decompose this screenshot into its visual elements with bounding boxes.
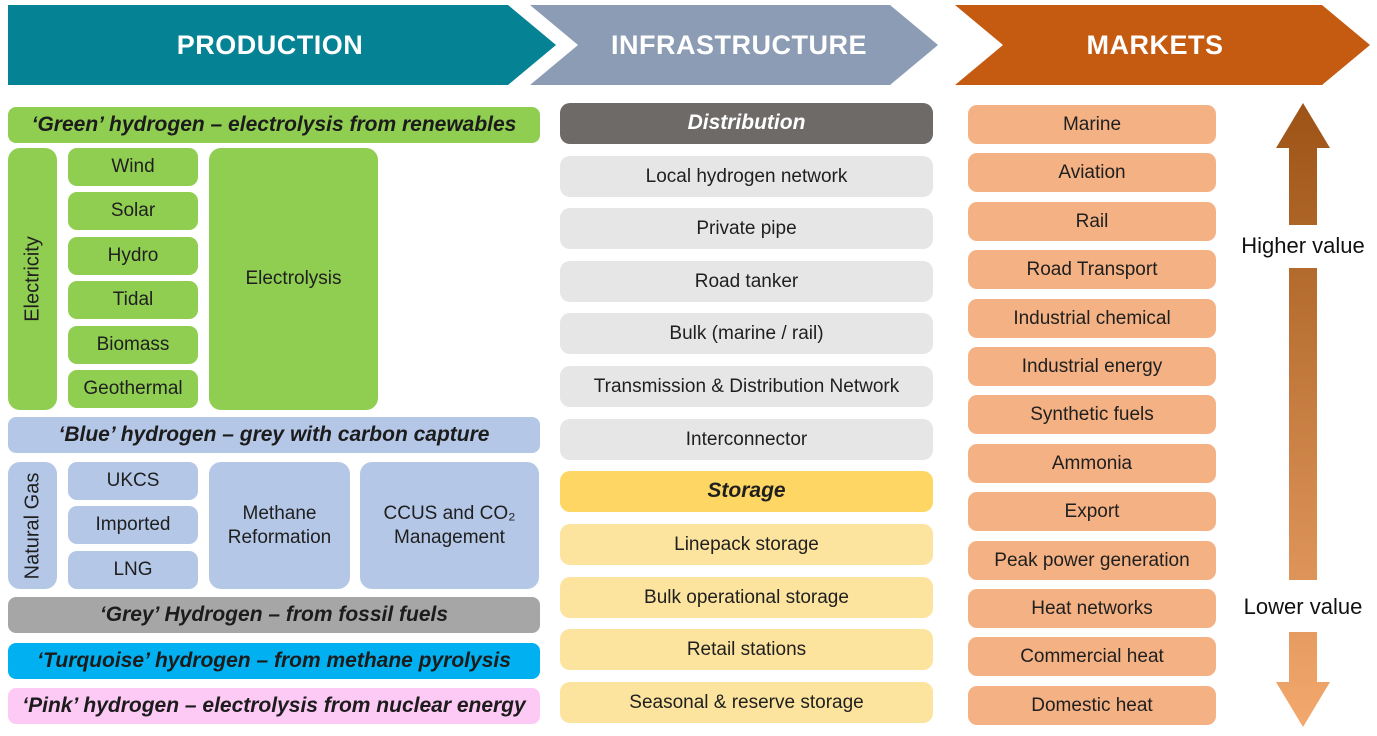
electricity-vertical-text: Electricity <box>21 236 43 322</box>
market-box-heat-networks: Heat networks <box>968 589 1216 628</box>
box-transmission-distribution-network: Transmission & Distribution Network <box>560 366 933 407</box>
arrow-shaft-middle <box>1289 268 1317 580</box>
box-geothermal: Geothermal <box>68 370 198 408</box>
market-box-synthetic-fuels: Synthetic fuels <box>968 395 1216 434</box>
box-local-hydrogen-network: Local hydrogen network <box>560 156 933 197</box>
box-imported: Imported <box>68 506 198 544</box>
box-ccus-co2-management: CCUS and CO₂ Management <box>360 462 539 589</box>
box-ukcs: UKCS <box>68 462 198 500</box>
box-private-pipe: Private pipe <box>560 208 933 249</box>
natural-gas-vertical-text: Natural Gas <box>21 472 43 579</box>
value-arrow <box>1276 103 1330 727</box>
box-methane-reformation: Methane Reformation <box>209 462 350 589</box>
market-box-domestic-heat: Domestic heat <box>968 686 1216 725</box>
box-bulk-operational-storage: Bulk operational storage <box>560 577 933 618</box>
production-arrow-shape <box>8 5 556 85</box>
box-lng: LNG <box>68 551 198 589</box>
market-box-rail: Rail <box>968 202 1216 241</box>
box-road-tanker: Road tanker <box>560 261 933 302</box>
box-bulk-marine-rail: Bulk (marine / rail) <box>560 313 933 354</box>
arrow-shaft-top <box>1289 143 1317 225</box>
box-solar: Solar <box>68 192 198 230</box>
header-storage: Storage <box>560 471 933 512</box>
market-box-industrial-energy: Industrial energy <box>968 347 1216 386</box>
banner-pink-hydrogen: ‘Pink’ hydrogen – electrolysis from nucl… <box>8 688 540 724</box>
markets-arrow-shape <box>955 5 1370 85</box>
banner-turquoise-hydrogen: ‘Turquoise’ hydrogen – from methane pyro… <box>8 643 540 679</box>
banner-blue-hydrogen: ‘Blue’ hydrogen – grey with carbon captu… <box>8 417 540 453</box>
stage-title-infrastructure: INFRASTRUCTURE <box>611 29 867 60</box>
market-box-ammonia: Ammonia <box>968 444 1216 483</box>
label-lower-value: Lower value <box>1243 594 1363 619</box>
box-natural-gas: Natural Gas <box>8 462 57 589</box>
box-hydro: Hydro <box>68 237 198 275</box>
label-higher-value: Higher value <box>1241 233 1365 258</box>
header-distribution: Distribution <box>560 103 933 144</box>
infrastructure-arrow-shape <box>530 5 938 85</box>
arrow-down-head <box>1276 682 1330 727</box>
market-box-commercial-heat: Commercial heat <box>968 637 1216 676</box>
box-electricity: Electricity <box>8 148 57 410</box>
box-linepack-storage: Linepack storage <box>560 524 933 565</box>
stage-title-markets: MARKETS <box>1086 29 1224 60</box>
box-interconnector: Interconnector <box>560 419 933 460</box>
stage-title-production: PRODUCTION <box>176 29 364 60</box>
arrow-shaft-bottom <box>1289 632 1317 687</box>
banner-green-hydrogen: ‘Green’ hydrogen – electrolysis from ren… <box>8 107 540 143</box>
banner-grey-hydrogen: ‘Grey’ Hydrogen – from fossil fuels <box>8 597 540 633</box>
market-box-peak-power-generation: Peak power generation <box>968 541 1216 580</box>
market-box-export: Export <box>968 492 1216 531</box>
box-tidal: Tidal <box>68 281 198 319</box>
market-box-road-transport: Road Transport <box>968 250 1216 289</box>
market-box-aviation: Aviation <box>968 153 1216 192</box>
box-retail-stations: Retail stations <box>560 629 933 670</box>
box-seasonal-reserve-storage: Seasonal & reserve storage <box>560 682 933 723</box>
arrow-up-head <box>1276 103 1330 148</box>
box-electrolysis: Electrolysis <box>209 148 378 410</box>
stage-arrows <box>8 5 1370 85</box>
box-biomass: Biomass <box>68 326 198 364</box>
box-wind: Wind <box>68 148 198 186</box>
market-box-industrial-chemical: Industrial chemical <box>968 299 1216 338</box>
market-box-marine: Marine <box>968 105 1216 144</box>
